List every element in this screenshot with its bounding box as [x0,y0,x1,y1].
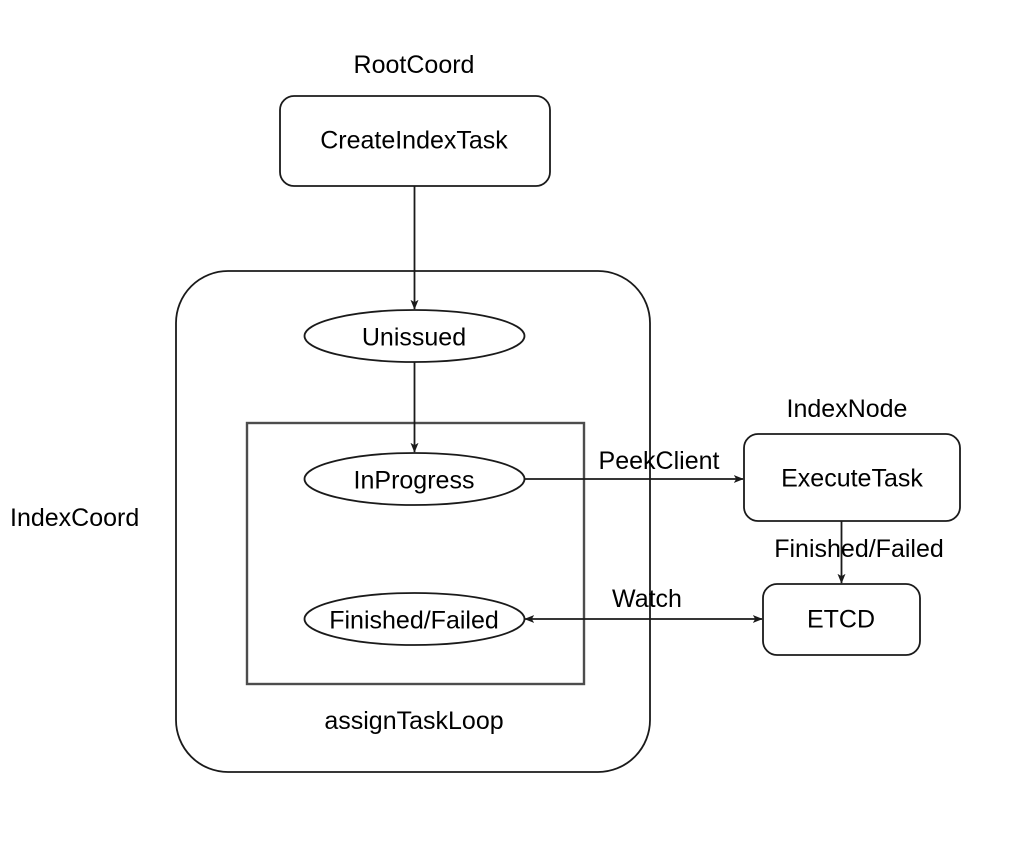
node-label-create-index-task[interactable]: CreateIndexTask [320,126,508,155]
node-label-finished-failed[interactable]: Finished/Failed [329,606,499,635]
edge-label-watch: Watch [612,585,682,613]
edge-label-peekclient: PeekClient [598,447,720,475]
node-etcd-shape[interactable] [762,583,921,656]
group-assigntaskloop-boundary [245,421,586,686]
group-label-indexcoord: IndexCoord [10,504,140,532]
node-label-execute-task[interactable]: ExecuteTask [781,464,923,493]
group-label-rootcoord: RootCoord [353,51,475,79]
group-label-assigntaskloop: assignTaskLoop [324,707,504,735]
node-label-unissued[interactable]: Unissued [361,323,467,352]
edge-label-finished-failed: Finished/Failed [774,535,944,563]
group-label-indexnode: IndexNode [786,395,908,423]
node-label-etcd[interactable]: ETCD [806,605,876,634]
node-execute-task-shape[interactable] [743,433,961,522]
node-label-inprogress[interactable]: InProgress [353,466,475,495]
group-indexcoord-boundary [175,270,651,773]
